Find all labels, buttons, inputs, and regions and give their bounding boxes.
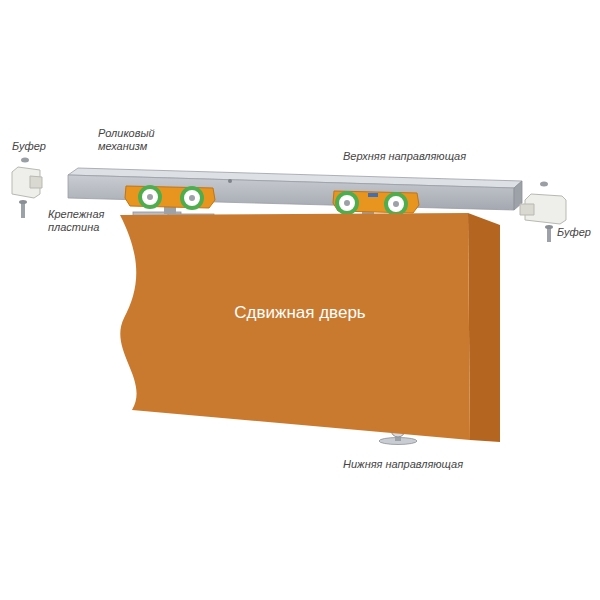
upper-rail <box>68 168 522 210</box>
part-label: Буфер <box>557 226 591 239</box>
door-edge <box>468 213 500 442</box>
sliding-door: Сдвижная дверь <box>110 205 510 450</box>
part-label: Крепежная пластина <box>48 208 112 234</box>
door-face <box>120 213 470 440</box>
roller-mechanism-right <box>333 191 419 225</box>
roller-mechanism-left <box>125 186 215 220</box>
left-buffer <box>12 158 42 219</box>
part-label: Нижняя направляющая <box>343 458 463 471</box>
part-label: Верхняя направляющая <box>343 150 466 163</box>
door-label: Сдвижная дверь <box>234 303 365 323</box>
part-label: Роликовый механизм <box>98 127 162 153</box>
door-shape <box>110 205 510 450</box>
part-label: Буфер <box>12 140 46 153</box>
bottom-guide <box>379 423 417 445</box>
